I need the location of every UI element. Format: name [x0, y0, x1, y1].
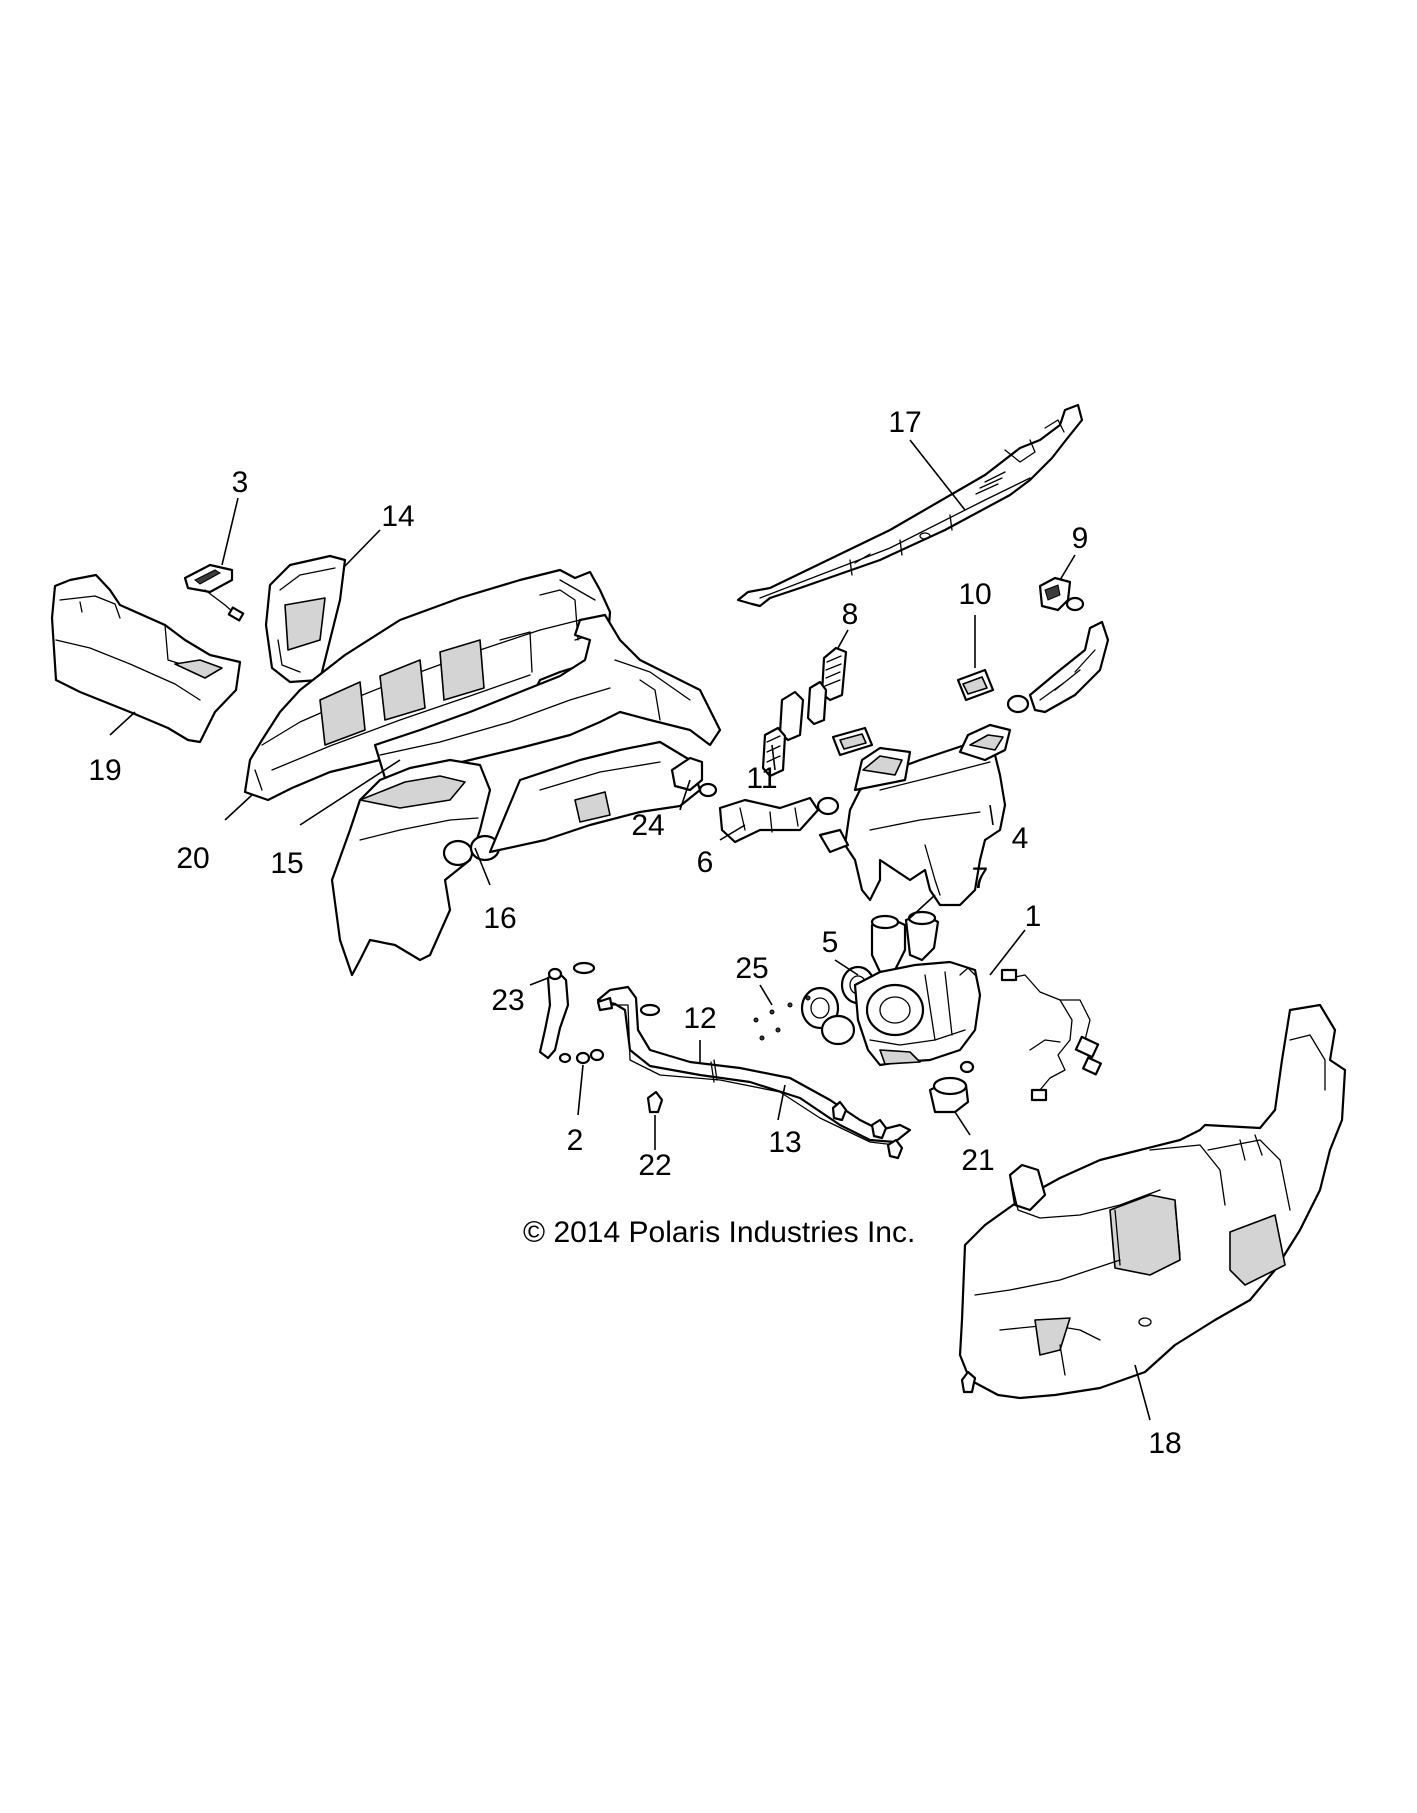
- part-6-hose: [718, 796, 840, 844]
- leader-4: [989, 804, 994, 826]
- part-12-heater-hose: [596, 985, 912, 1144]
- part-7-elbow-ducts: [870, 910, 940, 974]
- part-defrost-hose: [1006, 620, 1110, 714]
- callout-2: 2: [567, 1124, 584, 1157]
- part-wiring-harness: [1000, 968, 1102, 1102]
- callout-15: 15: [270, 847, 303, 880]
- part-24-outlet-collar: [670, 756, 718, 798]
- leader-15: [299, 759, 401, 826]
- callout-labels: 1 2 3 4 5 6 7 8 9 10 11 12 13 14 15 16 1…: [88, 406, 1181, 1460]
- callout-8: 8: [842, 598, 859, 631]
- part-10-vent-frame: [956, 668, 995, 702]
- part-11-vent-louver: [761, 726, 787, 778]
- leader-6: [719, 824, 746, 841]
- part-8-vent-louvers: [778, 646, 848, 742]
- part-9-defrost-outlet: [1038, 576, 1085, 612]
- part-15-lower-dash-support: [373, 613, 722, 780]
- callout-3: 3: [232, 466, 249, 499]
- part-3-switch: [183, 563, 245, 622]
- leader-21: [954, 1111, 971, 1136]
- part-hose-clamp-top: [639, 1003, 661, 1017]
- callout-22: 22: [638, 1149, 671, 1182]
- part-17-dash-top-cover: [736, 403, 1084, 608]
- leader-7: [909, 894, 936, 919]
- part-2-clamps: [558, 1048, 605, 1065]
- callout-6: 6: [697, 846, 714, 879]
- callout-17: 17: [888, 406, 921, 439]
- callout-14: 14: [381, 500, 414, 533]
- part-19-left-end-panel: [50, 573, 242, 744]
- leader-16: [474, 847, 491, 886]
- part-25-screws: [753, 995, 811, 1041]
- callout-20: 20: [176, 842, 209, 875]
- part-16-center-lower-duct: [330, 740, 702, 977]
- leader-17: [909, 439, 966, 511]
- part-1-blower-assembly: [853, 960, 982, 1067]
- leader-1: [989, 929, 1026, 976]
- copyright-notice: © 2014 Polaris Industries Inc.: [523, 1216, 915, 1249]
- callout-10: 10: [958, 578, 991, 611]
- callout-18: 18: [1148, 1427, 1181, 1460]
- leader-23: [529, 977, 549, 986]
- part-20-dash-frame: [243, 568, 612, 802]
- leader-2: [577, 1064, 584, 1116]
- callout-13: 13: [768, 1126, 801, 1159]
- callout-4: 4: [1012, 822, 1029, 855]
- leader-9: [1059, 554, 1076, 581]
- part-vent-frame-lower: [831, 726, 874, 757]
- leader-11: [771, 744, 776, 771]
- part-22-clamp: [646, 1090, 664, 1114]
- callout-11: 11: [746, 762, 777, 795]
- leader-19: [109, 711, 136, 736]
- leader-13: [777, 1084, 786, 1121]
- callout-9: 9: [1072, 522, 1089, 555]
- leader-3: [221, 497, 239, 566]
- callout-21: 21: [961, 1144, 994, 1177]
- callout-25: 25: [735, 952, 768, 985]
- part-4-heater-plenum: [818, 723, 1012, 907]
- callout-19: 19: [88, 754, 121, 787]
- leader-5: [834, 959, 859, 976]
- leader-20: [224, 794, 253, 821]
- callout-12: 12: [683, 1002, 716, 1035]
- part-21-fitting: [928, 1060, 975, 1114]
- callout-24: 24: [631, 809, 664, 842]
- callout-1: 1: [1025, 900, 1042, 933]
- leader-25: [759, 984, 773, 1006]
- part-13-heater-hose: [596, 996, 896, 1146]
- leader-8: [837, 629, 849, 649]
- callout-16: 16: [483, 902, 516, 935]
- callout-23: 23: [491, 984, 524, 1017]
- part-23-small-hose: [538, 961, 596, 1060]
- leader-lines: [109, 439, 1151, 1421]
- leader-18: [1134, 1364, 1151, 1421]
- callout-7: 7: [972, 862, 989, 895]
- callout-5: 5: [822, 926, 839, 959]
- part-hose-clamps-row: [831, 1100, 904, 1160]
- part-18-right-side-panel: [958, 1003, 1347, 1400]
- leader-24: [679, 779, 691, 811]
- leader-14: [344, 529, 381, 567]
- part-14-vent-bracket: [264, 554, 347, 684]
